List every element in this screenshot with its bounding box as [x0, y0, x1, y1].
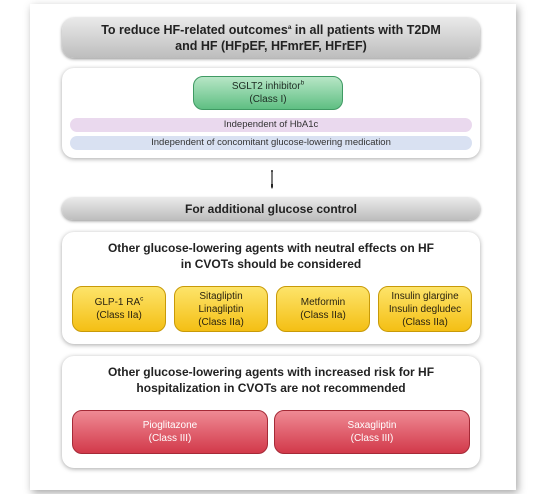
- increased-risk-panel: Other glucose-lowering agents with incre…: [62, 356, 480, 468]
- neutral-effects-panel: Other glucose-lowering agents with neutr…: [62, 232, 480, 344]
- metformin-label: Metformin: [300, 297, 346, 308]
- top-header-line1: To reduce HF-related outcomesa in all pa…: [101, 23, 441, 37]
- dpp4-class: (Class IIa): [198, 316, 244, 328]
- insulin-degludec-label: Insulin degludec: [388, 303, 462, 315]
- mid-header: For additional glucose control: [62, 198, 480, 220]
- metformin-class: (Class IIa): [300, 310, 346, 321]
- saxagliptin-label: Saxagliptin: [347, 420, 397, 431]
- glp1-ra-name: GLP-1 RAc: [94, 295, 144, 308]
- sglt2-name: SGLT2 inhibitorb: [231, 79, 305, 92]
- insulin-box: Insulin glargine Insulin degludec (Class…: [378, 286, 472, 332]
- neutral-effects-heading: Other glucose-lowering agents with neutr…: [107, 241, 435, 271]
- figure-frame: To reduce HF-related outcomesa in all pa…: [30, 4, 516, 490]
- sitagliptin-label: Sitagliptin: [199, 290, 243, 302]
- saxagliptin-class: (Class III): [350, 433, 394, 444]
- linagliptin-label: Linagliptin: [198, 303, 244, 315]
- saxagliptin-box: Saxagliptin (Class III): [274, 410, 470, 454]
- pioglitazone-label: Pioglitazone: [142, 420, 198, 431]
- concomitant-medication-note: Independent of concomitant glucose-lower…: [70, 136, 472, 150]
- hba1c-note: Independent of HbA1c: [70, 118, 472, 132]
- insulin-glargine-label: Insulin glargine: [391, 290, 459, 302]
- pioglitazone-box: Pioglitazone (Class III): [72, 410, 268, 454]
- sglt2-panel: SGLT2 inhibitorb (Class I) Independent o…: [62, 68, 480, 158]
- metformin-box: Metformin (Class IIa): [276, 286, 370, 332]
- top-header: To reduce HF-related outcomesa in all pa…: [62, 18, 480, 58]
- sglt2-box: SGLT2 inhibitorb (Class I): [193, 76, 343, 110]
- connector-arrow: [271, 170, 273, 189]
- glp1-ra-class: (Class IIa): [96, 310, 142, 321]
- sglt2-class: (Class I): [249, 94, 287, 105]
- top-header-line2: and HF (HFpEF, HFmrEF, HFrEF): [175, 39, 367, 53]
- glp1-ra-box: GLP-1 RAc (Class IIa): [72, 286, 166, 332]
- insulin-class: (Class IIa): [402, 316, 448, 328]
- increased-risk-heading: Other glucose-lowering agents with incre…: [107, 365, 435, 395]
- dpp4-box: Sitagliptin Linagliptin (Class IIa): [174, 286, 268, 332]
- pioglitazone-class: (Class III): [148, 433, 192, 444]
